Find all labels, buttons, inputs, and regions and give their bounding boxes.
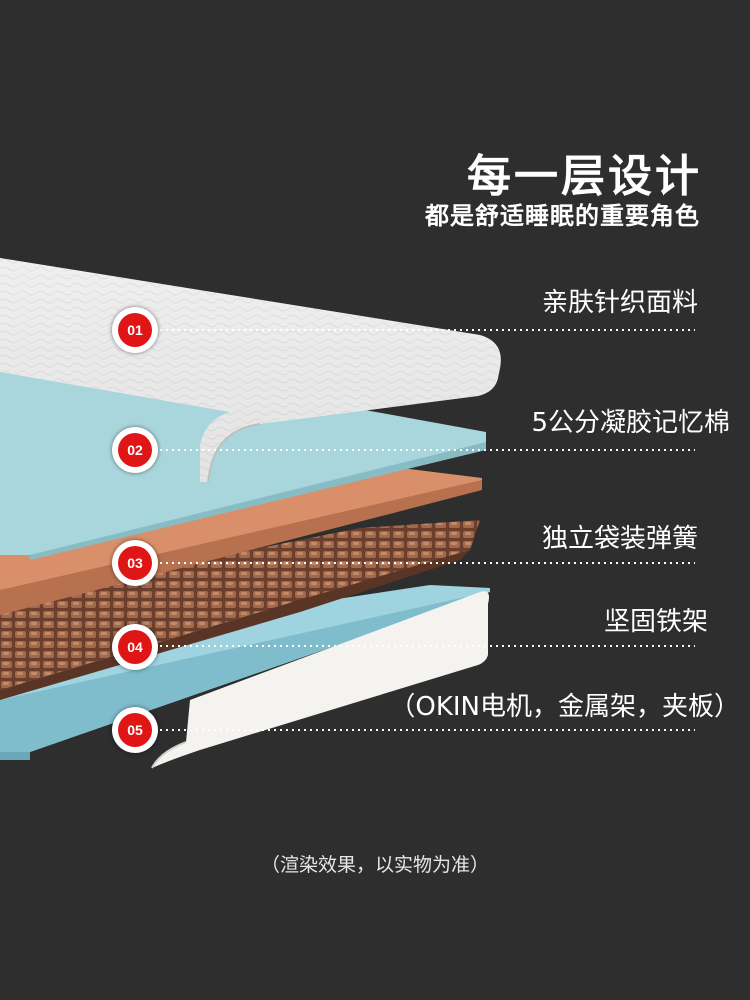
layer-badge-01: 01 (112, 307, 158, 353)
render-disclaimer: （渲染效果，以实物为准） (260, 854, 489, 876)
gel-foam-layer (0, 345, 486, 560)
leader-lines (160, 329, 695, 731)
layer-badge-04: 04 (112, 624, 158, 670)
layer-badge-05: 05 (112, 707, 158, 753)
layer-badge-03: 03 (112, 540, 158, 586)
layer-badge-02: 02 (112, 427, 158, 473)
layer-number: 04 (118, 630, 152, 664)
layer-label-gel-foam: 5公分凝胶记忆棉 (531, 408, 730, 438)
layer-number: 02 (118, 433, 152, 467)
layer-number: 05 (118, 713, 152, 747)
layer-label-frame: 坚固铁架 (603, 607, 708, 637)
layer-label-fabric: 亲肤针织面料 (541, 288, 698, 318)
subheadline: 都是舒适睡眠的重要角色 (425, 202, 700, 230)
layer-label-springs: 独立袋装弹簧 (541, 524, 698, 554)
layer-number: 03 (118, 546, 152, 580)
headline: 每一层设计 (467, 151, 702, 202)
layer-number: 01 (118, 313, 152, 347)
layer-label-frame-details: （OKIN电机，金属架，夹板） (389, 692, 740, 722)
